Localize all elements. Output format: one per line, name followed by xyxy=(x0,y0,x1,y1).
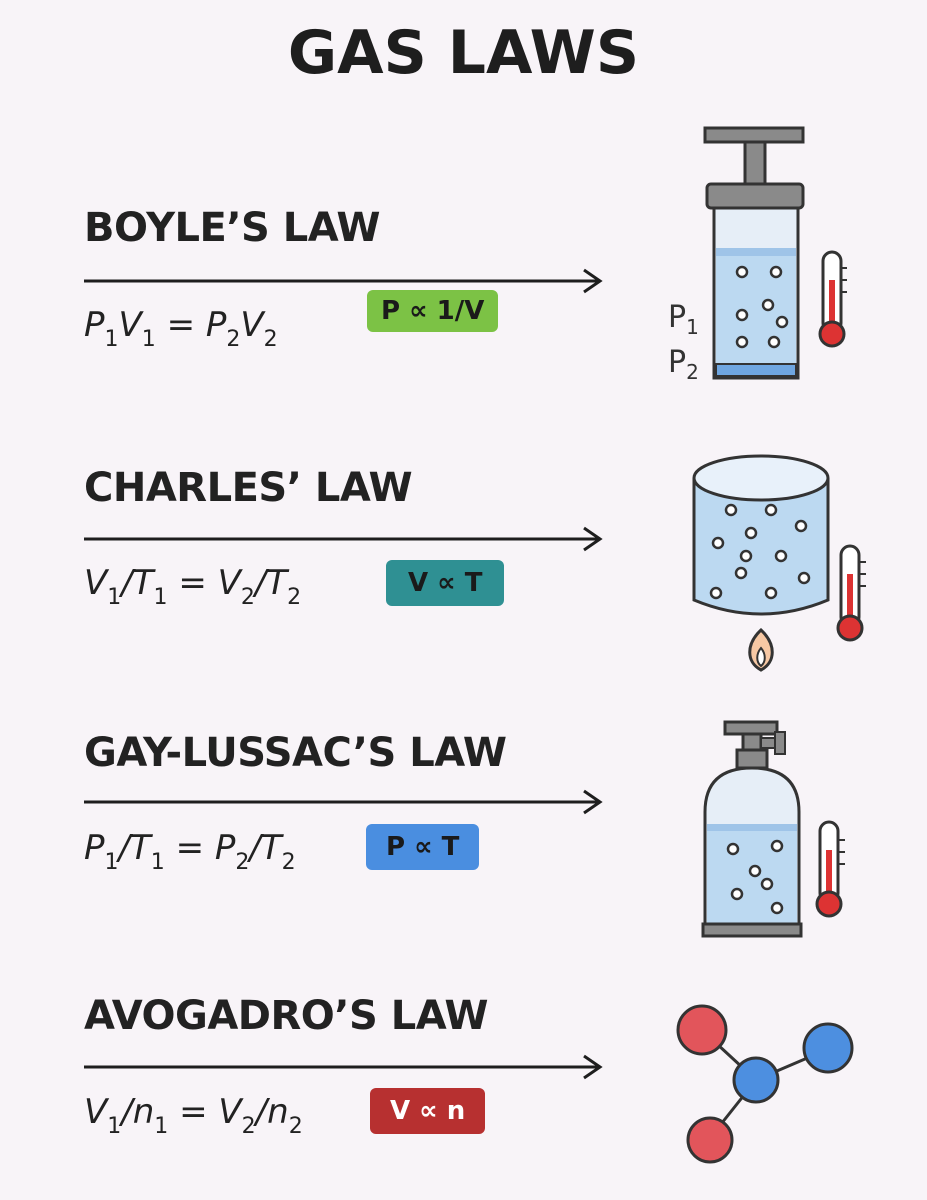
pressure-label-2: P2 xyxy=(668,345,699,384)
badge-charles: V ∝ T xyxy=(386,560,505,606)
molecule-icon xyxy=(676,1004,854,1164)
heated-cylinder-icon xyxy=(692,454,866,672)
equation-avogadro: V1/n1 = V2/n2 xyxy=(84,1092,303,1139)
law-name: BOYLE’S LAW xyxy=(84,205,381,251)
badge-boyle: P ∝ 1/V xyxy=(367,290,499,332)
badge-gay-lussac: P ∝ T xyxy=(366,824,480,870)
law-gay-lussac: GAY-LUSSAC’S LAW xyxy=(84,730,624,776)
arrow-icon xyxy=(84,789,603,815)
law-name: CHARLES’ LAW xyxy=(84,465,413,511)
law-boyle: BOYLE’S LAW xyxy=(84,205,624,251)
gas-tank-icon xyxy=(701,720,845,938)
arrow-icon xyxy=(84,1054,603,1080)
syringe-piston-icon xyxy=(703,126,847,380)
equation-gay-lussac: P1/T1 = P2/T2 xyxy=(84,828,296,875)
page-title: GAS LAWS xyxy=(287,18,640,88)
arrow-icon xyxy=(84,526,603,552)
arrow-icon xyxy=(84,268,603,294)
law-avogadro: AVOGADRO’S LAW xyxy=(84,993,624,1039)
badge-avogadro: V ∝ n xyxy=(370,1088,486,1134)
law-name: AVOGADRO’S LAW xyxy=(84,993,489,1039)
law-charles: CHARLES’ LAW xyxy=(84,465,624,511)
law-name: GAY-LUSSAC’S LAW xyxy=(84,730,507,776)
equation-boyle: P1V1 = P2V2 xyxy=(84,305,278,352)
pressure-label-1: P1 xyxy=(668,300,699,339)
equation-charles: V1/T1 = V2/T2 xyxy=(84,563,302,610)
